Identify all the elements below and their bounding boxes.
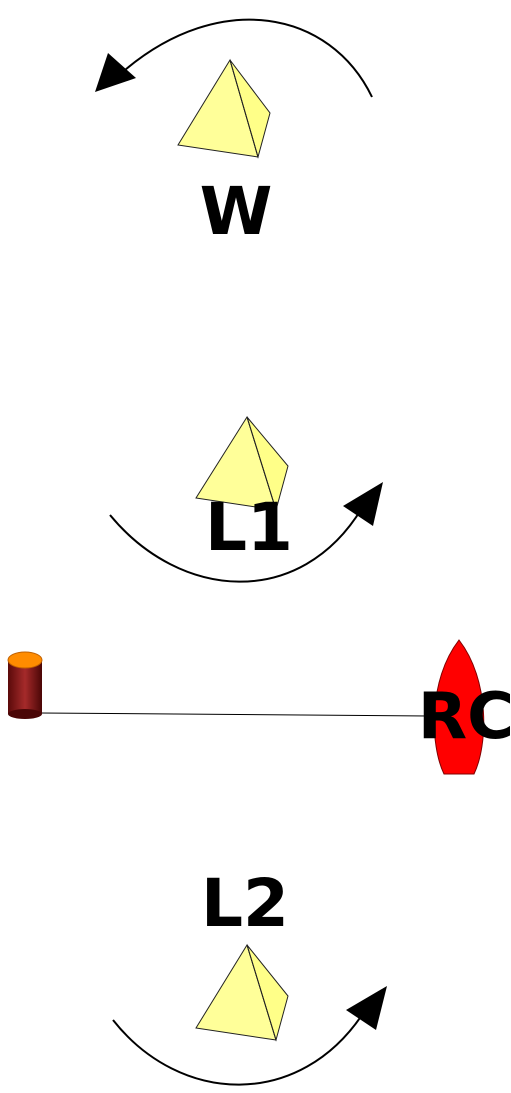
windward-pyramid-icon	[177, 58, 271, 159]
leeward-2-mark-group: L2	[112, 865, 387, 1086]
committee-boat-group: RC	[418, 639, 511, 775]
committee-boat-icon	[433, 639, 485, 775]
leeward-1-label: L1	[205, 489, 293, 566]
committee-boat-label: RC	[418, 680, 511, 754]
leeward-2-arrowhead-icon	[346, 986, 387, 1030]
windward-arrowhead-icon	[95, 53, 136, 92]
leeward-2-label: L2	[201, 865, 289, 942]
leeward-2-rounding-arrow-icon	[112, 1011, 365, 1086]
leeward-1-rounding-arrow-icon	[109, 507, 363, 583]
pin-end-cylinder-buoy-icon	[7, 651, 43, 719]
windward-rounding-arrow-icon	[124, 18, 373, 98]
leeward-1-pyramid-icon	[195, 415, 289, 512]
leeward-1-arrowhead-icon	[343, 482, 383, 526]
windward-label: W	[200, 173, 273, 250]
start-line	[39, 712, 429, 717]
leeward-2-pyramid-icon	[195, 943, 289, 1042]
windward-mark-group: W	[95, 18, 373, 250]
leeward-1-mark-group: L1	[109, 415, 383, 583]
